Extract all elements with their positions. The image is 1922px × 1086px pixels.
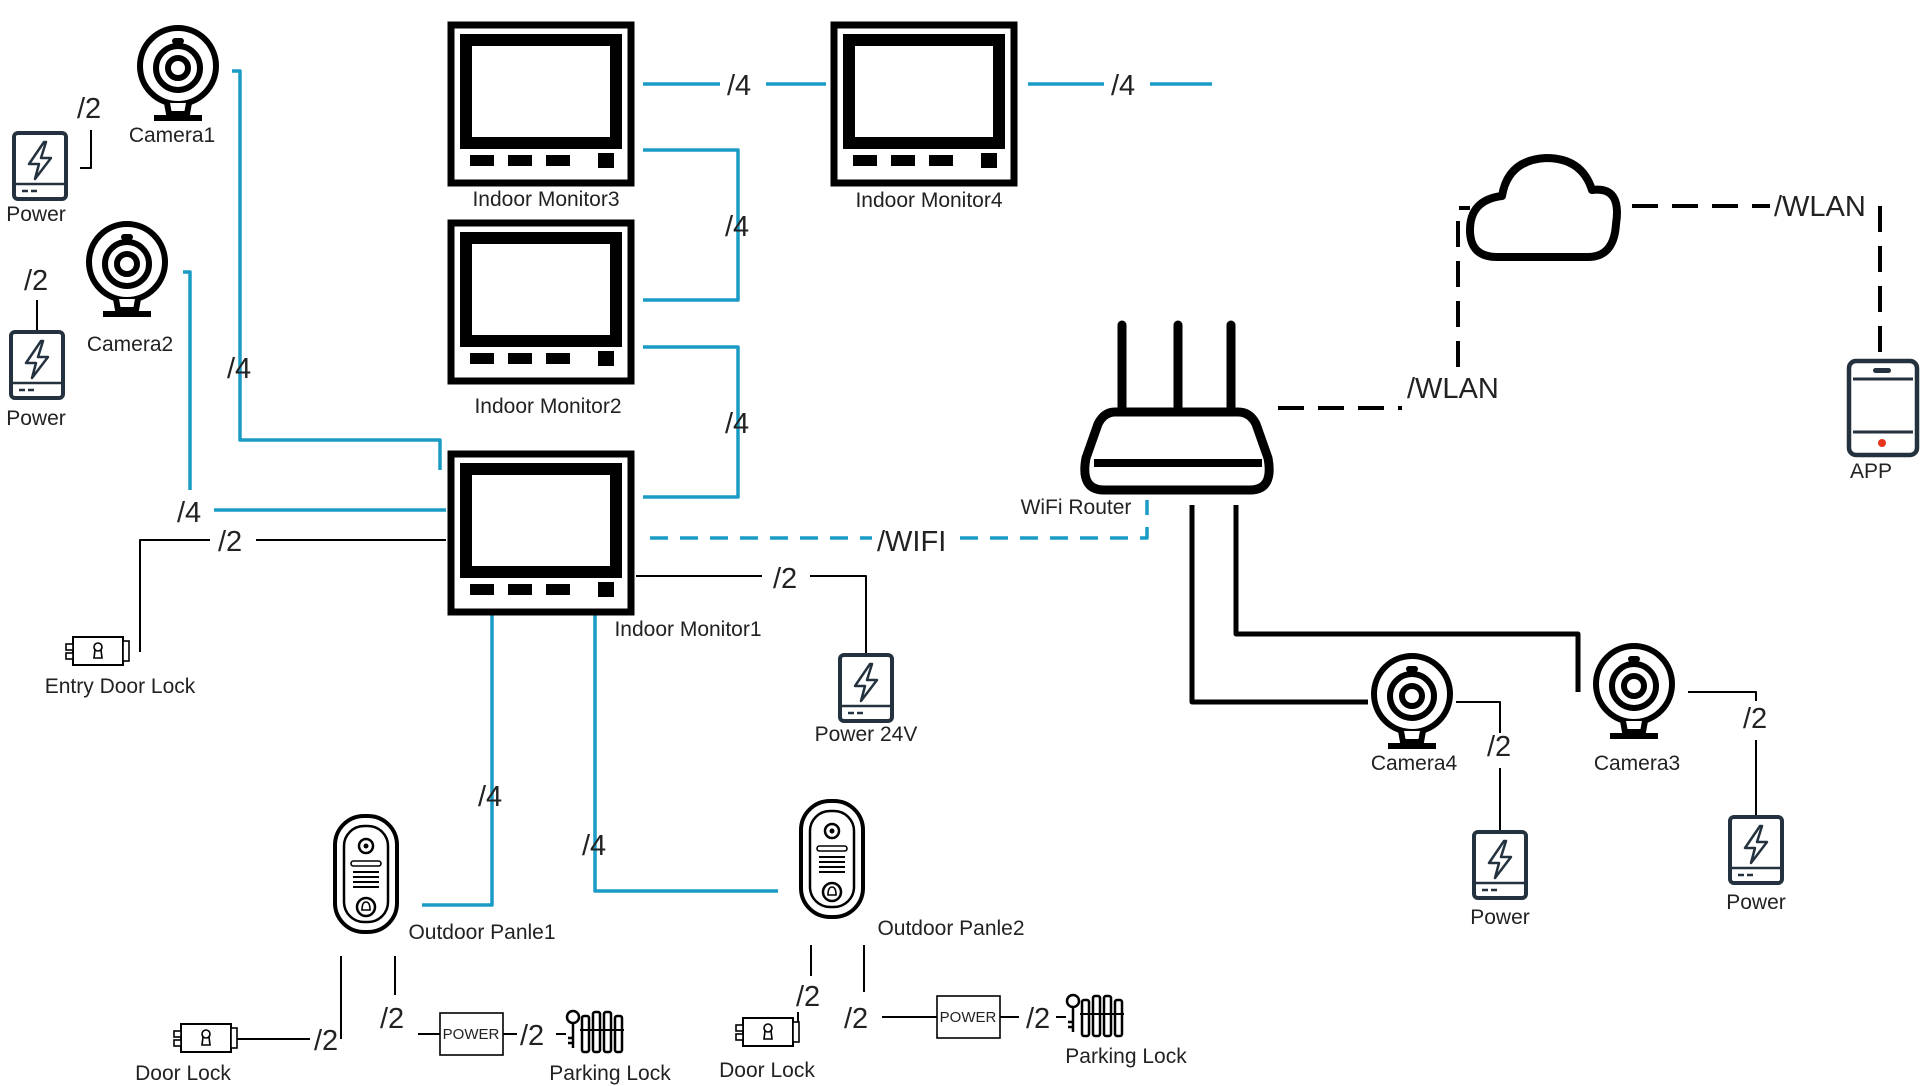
camera-1-label: Camera1	[129, 124, 215, 147]
wire-label-m2-m1: /4	[725, 408, 749, 440]
wire-label-cloud-wlan: /WLAN	[1774, 191, 1866, 223]
app-label: APP	[1850, 460, 1892, 483]
indoor-monitor-4	[834, 25, 1014, 183]
camera-1-icon	[140, 28, 216, 118]
power-24v-icon	[838, 653, 894, 723]
power-24v-label: Power 24V	[815, 723, 918, 746]
wire-label-m4-out: /4	[1111, 70, 1135, 102]
wire-router-camera3	[1233, 505, 1581, 692]
entry-door-lock-icon	[65, 636, 130, 666]
wire-m3-m2	[643, 148, 740, 302]
power-box-2-label: POWER	[940, 1009, 997, 1026]
indoor-monitor-3-label: Indoor Monitor3	[472, 188, 619, 211]
outdoor-panel-1-label: Outdoor Panle1	[408, 921, 555, 944]
outdoor-panel-1-icon	[333, 814, 399, 934]
parking-lock-1-label: Parking Lock	[549, 1062, 671, 1085]
camera-2-label: Camera2	[87, 333, 173, 356]
entry-door-lock-label: Entry Door Lock	[45, 675, 196, 698]
wire-camera1-monitor1	[232, 69, 442, 470]
power-cam3-icon	[1728, 815, 1784, 885]
door-lock-1-icon	[173, 1023, 238, 1053]
camera-4-label: Camera4	[1371, 752, 1458, 775]
power-cam1-icon	[12, 131, 68, 201]
indoor-monitor-4-label: Indoor Monitor4	[855, 189, 1002, 212]
camera-2-icon	[89, 224, 165, 314]
power-cam2-icon	[9, 330, 65, 400]
wire-label-m3-m2: /4	[725, 211, 749, 243]
wire-router-camera4	[1189, 505, 1368, 705]
wire-label-m3-m4: /4	[727, 70, 751, 102]
wire-label-p1-power: /2	[380, 1003, 404, 1035]
wire-m1-panel1	[422, 613, 494, 907]
power-cam4-icon	[1472, 830, 1528, 900]
wire-entrylock-monitor1	[139, 539, 210, 652]
power-box-1-label: POWER	[443, 1026, 500, 1043]
wire-monitor1-power24-b	[810, 575, 867, 655]
indoor-monitor-2	[451, 223, 631, 381]
wire-label-panel1: /4	[478, 781, 502, 813]
wire-camera2-monitor1	[183, 270, 192, 490]
cloud-icon	[1466, 154, 1621, 261]
wire-label-cam3-power: /2	[1743, 703, 1767, 735]
wifi-router-icon	[1080, 320, 1274, 495]
door-lock-2-icon	[735, 1017, 800, 1047]
parking-lock-2-label: Parking Lock	[1065, 1045, 1187, 1068]
camera-4-icon	[1374, 656, 1450, 746]
wire-label-cam2-m1: /4	[177, 497, 201, 529]
wire-label-power24: /2	[773, 563, 797, 595]
outdoor-panel-2-label: Outdoor Panle2	[877, 917, 1024, 940]
indoor-monitor-2-label: Indoor Monitor2	[474, 395, 621, 418]
wire-label-entrylock: /2	[218, 526, 242, 558]
parking-lock-2-icon	[1065, 993, 1126, 1038]
wire-cloud-router	[1456, 206, 1470, 367]
indoor-monitor-1-label: Indoor Monitor1	[614, 618, 761, 641]
wire-label-cam2: /2	[24, 265, 48, 297]
power-box-2: POWER	[936, 995, 1001, 1039]
power-box-1: POWER	[439, 1012, 504, 1056]
phone-app-icon	[1846, 358, 1920, 458]
indoor-monitor-1	[451, 454, 631, 612]
indoor-monitor-3	[451, 25, 631, 183]
wire-label-wifi: /WIFI	[877, 526, 946, 558]
power-cam4-label: Power	[1470, 906, 1530, 929]
wire-label-router-wlan: /WLAN	[1407, 373, 1499, 405]
camera-3-icon	[1596, 646, 1672, 736]
wire-m1-panel2	[593, 613, 778, 893]
wire-power-camera1	[80, 130, 92, 169]
power-cam1-label: Power	[6, 203, 66, 226]
wire-label-p2-parking: /2	[1026, 1003, 1050, 1035]
parking-lock-1-icon	[565, 1009, 626, 1054]
door-lock-1-label: Door Lock	[135, 1062, 231, 1085]
wire-camera4-power	[1456, 701, 1501, 733]
wire-label-cam1-m1: /4	[227, 353, 251, 385]
wire-wifi-b	[960, 500, 1149, 540]
outdoor-panel-2-icon	[799, 799, 865, 919]
wire-label-p2-doorlock: /2	[796, 981, 820, 1013]
wire-camera3-power	[1688, 691, 1757, 701]
wire-label-p1-doorlock: /2	[314, 1025, 338, 1057]
wire-label-p1-parking: /2	[520, 1020, 544, 1052]
wire-m2-m1	[643, 345, 740, 499]
wire-label-cam1: /2	[77, 93, 101, 125]
door-lock-2-label: Door Lock	[719, 1059, 815, 1082]
power-cam3-label: Power	[1726, 891, 1786, 914]
power-cam2-label: Power	[6, 407, 66, 430]
wire-label-p2-power: /2	[844, 1003, 868, 1035]
camera-3-label: Camera3	[1594, 752, 1680, 775]
wire-label-panel2: /4	[582, 830, 606, 862]
wire-label-cam4-power: /2	[1487, 731, 1511, 763]
wifi-router-label: WiFi Router	[1021, 496, 1132, 519]
